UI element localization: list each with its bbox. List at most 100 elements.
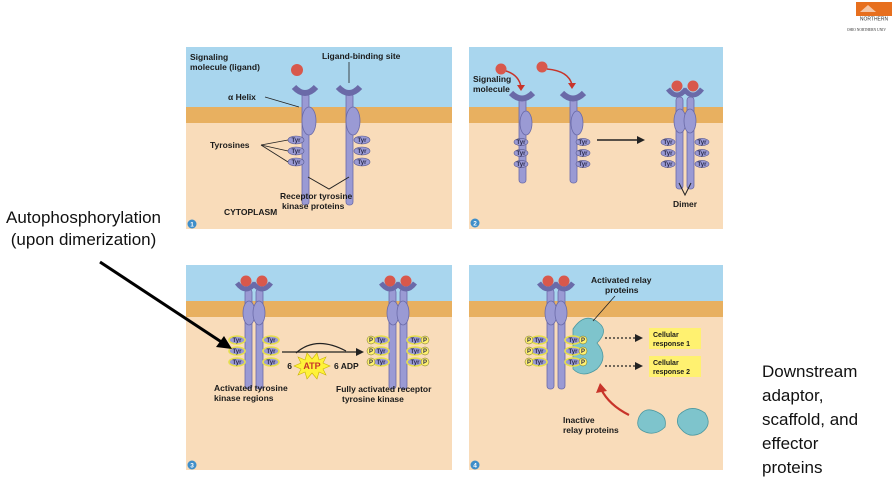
inactive-label-2: relay proteins	[563, 425, 619, 435]
tyr-label: Tyr	[267, 360, 277, 366]
tyr-label: Tyr	[411, 338, 421, 344]
tyr-label: Tyr	[377, 360, 387, 366]
response-2-label: Cellular	[653, 360, 679, 367]
tyr-label: Tyr	[233, 360, 243, 366]
tyr-label: Tyr	[411, 349, 421, 355]
step-number-badge	[187, 219, 197, 229]
tyr-label: Tyr	[233, 349, 243, 355]
panel-3: Tyr Tyr Tyr Tyr Tyr Tyr ATP 6 6 ADP	[186, 265, 452, 470]
phosphate-label: P	[527, 338, 531, 344]
receptor-right	[335, 84, 363, 206]
inactive-relay-protein	[637, 409, 666, 434]
phosphate-label: P	[369, 349, 373, 355]
cellular-response-1-box	[649, 328, 701, 349]
tyr-label: Tyr	[377, 338, 387, 344]
step-number: 3	[190, 463, 194, 470]
annotation-line: Downstream	[762, 362, 858, 381]
annotation-line-2: (upon dimerization)	[10, 230, 157, 249]
ligand-binding-site-label: Ligand-binding site	[322, 51, 401, 61]
activated-dimer: Tyr Tyr Tyr Tyr Tyr Tyr	[228, 275, 280, 390]
step-number-badge	[470, 460, 480, 470]
response-1-label: Cellular	[653, 332, 679, 339]
tyr-label: Tyr	[267, 349, 277, 355]
tyr-label: Tyr	[535, 338, 545, 344]
tyr-label: Tyr	[517, 151, 527, 157]
tyr-label: Tyr	[267, 338, 277, 344]
receptor-monomer-right: Tyr Tyr Tyr	[559, 90, 591, 184]
dimer-with-relay: P P P P P P Tyr Tyr Tyr Tyr Tyr Tyr	[524, 275, 604, 390]
tyr-label: Tyr	[292, 149, 302, 155]
atp-burst: ATP	[293, 352, 331, 380]
atp-count: 6	[287, 361, 292, 371]
tyr-label: Tyr	[535, 349, 545, 355]
signaling-molecule-label-2: molecule	[473, 84, 510, 94]
activated-relay-label: Activated relay	[591, 275, 652, 285]
alpha-helix-label: α Helix	[228, 92, 256, 102]
fully-activated-dimer: P P P P P P Tyr Tyr Tyr Tyr Tyr Tyr	[366, 275, 430, 390]
annotation-line: scaffold, and	[762, 410, 859, 429]
phosphate-label: P	[581, 349, 585, 355]
tyr-label: Tyr	[569, 360, 579, 366]
receptor-label-2: kinase proteins	[282, 201, 345, 211]
activated-relay-label-2: proteins	[605, 285, 639, 295]
tyr-label: Tyr	[517, 140, 527, 146]
receptor-left	[291, 84, 319, 206]
tyrosines-label: Tyrosines	[210, 140, 250, 150]
tyr-label: Tyr	[664, 151, 674, 157]
annotation-line-1: Autophosphorylation	[6, 208, 162, 227]
adp-label: 6 ADP	[334, 361, 359, 371]
ligand-molecule	[495, 63, 507, 75]
phosphate-label: P	[423, 338, 427, 344]
activated-label: Activated tyrosine	[214, 383, 288, 393]
tyr-label: Tyr	[358, 138, 368, 144]
tyr-label: Tyr	[292, 160, 302, 166]
tyr-label: Tyr	[569, 349, 579, 355]
tyr-label: Tyr	[579, 140, 589, 146]
inactive-label: Inactive	[563, 415, 595, 425]
phosphate-label: P	[369, 360, 373, 366]
tyr-label: Tyr	[569, 338, 579, 344]
downstream-annotation: Downstream adaptor, scaffold, and effect…	[762, 360, 892, 480]
cytoplasm-label: CYTOPLASM	[224, 207, 277, 217]
tyr-label: Tyr	[535, 360, 545, 366]
ligand-molecule	[291, 64, 303, 76]
receptor-label: Receptor tyrosine	[280, 191, 353, 201]
logo-line1: NORTHERN	[860, 17, 889, 23]
step-number: 4	[473, 463, 477, 470]
response-1-label-2: response 1	[653, 341, 690, 348]
university-logo: NORTHERN OHIO NORTHERN UNIV	[842, 0, 894, 34]
step-number-badge	[187, 460, 197, 470]
signaling-molecule-label-2: molecule (ligand)	[190, 62, 260, 72]
tyr-group-left: Tyr Tyr Tyr	[287, 135, 305, 167]
tyr-label: Tyr	[664, 162, 674, 168]
tyr-label: Tyr	[358, 160, 368, 166]
phosphate-label: P	[369, 338, 373, 344]
tyr-label: Tyr	[377, 349, 387, 355]
autophosphorylation-annotation: Autophosphorylation (upon dimerization)	[6, 207, 161, 251]
receptor-dimer: Tyr Tyr Tyr Tyr Tyr Tyr	[660, 80, 710, 190]
panel-1: Tyr Tyr Tyr Tyr Tyr Tyr Signaling molecu…	[186, 47, 452, 229]
tyr-label: Tyr	[664, 140, 674, 146]
tyr-label: Tyr	[233, 338, 243, 344]
step-number-badge	[470, 218, 480, 228]
logo-line2: OHIO NORTHERN UNIV	[847, 28, 887, 32]
panel-2: Tyr Tyr Tyr Tyr Tyr Tyr Signaling molecu…	[469, 47, 723, 229]
phosphate-label: P	[527, 349, 531, 355]
signaling-molecule-label: Signaling	[190, 52, 228, 62]
cellular-response-2-box	[649, 356, 701, 377]
tyr-label: Tyr	[698, 151, 708, 157]
phosphate-label: P	[581, 338, 585, 344]
tyr-label: Tyr	[358, 149, 368, 155]
activated-label-2: kinase regions	[214, 393, 274, 403]
annotation-line: proteins	[762, 458, 823, 477]
phosphate-label: P	[423, 360, 427, 366]
step-number: 1	[190, 222, 194, 229]
atp-label: ATP	[303, 361, 320, 371]
receptor-monomer-left: Tyr Tyr Tyr	[508, 90, 536, 184]
tyr-group-right: Tyr Tyr Tyr	[353, 135, 371, 167]
inactive-relay-protein	[677, 408, 709, 436]
phosphate-label: P	[423, 349, 427, 355]
signaling-molecule-label: Signaling	[473, 74, 511, 84]
tyr-label: Tyr	[411, 360, 421, 366]
fully-activated-label-2: tyrosine kinase	[342, 394, 404, 404]
